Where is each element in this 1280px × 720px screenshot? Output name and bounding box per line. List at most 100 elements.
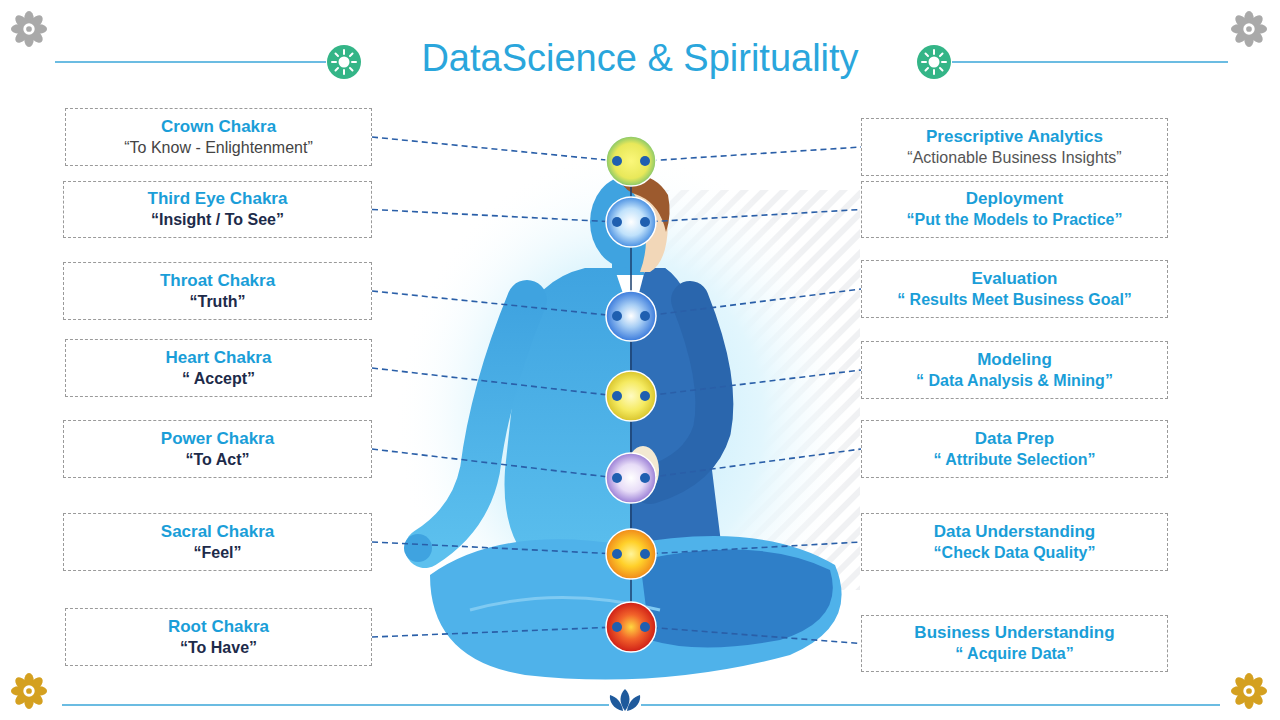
box-quote: “ Data Analysis & Mining” bbox=[916, 371, 1113, 392]
lotus-icon bbox=[609, 689, 641, 711]
box-quote: “ Attribute Selection” bbox=[933, 450, 1095, 471]
chakra-box: Data Understanding“Check Data Quality” bbox=[861, 513, 1168, 571]
figure-shape bbox=[640, 550, 833, 648]
figure-shape bbox=[917, 45, 951, 79]
connector-dot bbox=[640, 217, 650, 227]
figure-shape bbox=[425, 300, 527, 548]
chakra-box: Sacral Chakra“Feel” bbox=[63, 513, 372, 571]
chakra-box: Deployment“Put the Models to Practice” bbox=[861, 181, 1168, 238]
chakra-circle bbox=[606, 136, 656, 186]
chakra-box: Third Eye Chakra“Insight / To See” bbox=[63, 181, 372, 238]
figure-shape bbox=[942, 61, 946, 63]
page-title: DataScience & Spirituality bbox=[340, 36, 940, 82]
box-quote: “ Accept” bbox=[182, 369, 255, 390]
figure-shape bbox=[404, 534, 432, 562]
box-heading: Sacral Chakra bbox=[161, 521, 274, 543]
box-heading: Data Prep bbox=[975, 428, 1054, 450]
box-quote: “Actionable Business Insights” bbox=[907, 148, 1121, 169]
figure-shape bbox=[350, 68, 353, 71]
box-heading: Data Understanding bbox=[934, 521, 1096, 543]
chakra-box: Data Prep“ Attribute Selection” bbox=[861, 420, 1168, 478]
figure-shape bbox=[343, 50, 345, 54]
figure-shape bbox=[610, 695, 623, 711]
chakra-box: Crown Chakra“To Know - Enlightenment” bbox=[65, 108, 372, 166]
figure-shape bbox=[650, 300, 714, 485]
figure-shape bbox=[926, 68, 929, 71]
box-heading: Crown Chakra bbox=[161, 116, 276, 138]
sun-icon bbox=[327, 45, 361, 79]
chakra-box: Business Understanding“ Acquire Data” bbox=[861, 615, 1168, 672]
box-quote: “ Acquire Data” bbox=[955, 644, 1074, 665]
figure-shape bbox=[926, 54, 929, 57]
connector-dot bbox=[612, 473, 622, 483]
figure-shape bbox=[933, 50, 935, 54]
figure-shape bbox=[336, 68, 339, 71]
chakra-box: Prescriptive Analytics“Actionable Busine… bbox=[861, 118, 1168, 176]
box-heading: Modeling bbox=[977, 349, 1052, 371]
figure-shape bbox=[630, 268, 725, 575]
chakra-box: Throat Chakra“Truth” bbox=[63, 262, 372, 320]
connector-dot bbox=[640, 391, 650, 401]
box-quote: “Check Data Quality” bbox=[934, 543, 1096, 564]
connector-dot bbox=[612, 217, 622, 227]
corner-ornament bbox=[11, 673, 47, 709]
title-rule bbox=[952, 61, 1228, 63]
box-heading: Evaluation bbox=[972, 268, 1058, 290]
chakra-circle bbox=[606, 197, 656, 247]
figure-shape bbox=[933, 70, 935, 74]
chakra-box: Root Chakra“To Have” bbox=[65, 608, 372, 666]
chakra-circle bbox=[606, 453, 656, 503]
figure-shape bbox=[339, 57, 350, 68]
box-heading: Deployment bbox=[966, 188, 1063, 210]
box-quote: “Feel” bbox=[193, 543, 241, 564]
chakra-box: Modeling“ Data Analysis & Mining” bbox=[861, 341, 1168, 399]
box-heading: Heart Chakra bbox=[166, 347, 272, 369]
chakra-circle bbox=[606, 371, 656, 421]
box-quote: “To Have” bbox=[180, 638, 257, 659]
figure-shape bbox=[627, 695, 640, 711]
box-quote: “Truth” bbox=[190, 292, 246, 313]
box-quote: “Insight / To See” bbox=[151, 210, 284, 231]
connector-dot bbox=[612, 622, 622, 632]
figure-shape bbox=[940, 54, 943, 57]
chakra-circle bbox=[606, 291, 656, 341]
box-heading: Business Understanding bbox=[914, 622, 1114, 644]
connector-dot bbox=[612, 391, 622, 401]
corner-ornament bbox=[11, 11, 47, 47]
connector-dot bbox=[640, 311, 650, 321]
chakra-circle bbox=[606, 602, 656, 652]
figure-shape bbox=[352, 61, 356, 63]
box-heading: Prescriptive Analytics bbox=[926, 126, 1103, 148]
connector-dot bbox=[612, 311, 622, 321]
figure-shape bbox=[922, 61, 926, 63]
chakra-box: Evaluation“ Results Meet Business Goal” bbox=[861, 260, 1168, 318]
box-quote: “To Act” bbox=[186, 450, 250, 471]
figure-shape bbox=[940, 68, 943, 71]
connector-dot bbox=[640, 156, 650, 166]
figure-shape bbox=[332, 50, 356, 74]
figure-shape bbox=[336, 54, 339, 57]
box-quote: “Put the Models to Practice” bbox=[906, 210, 1122, 231]
box-heading: Throat Chakra bbox=[160, 270, 275, 292]
connector-dot bbox=[640, 549, 650, 559]
figure-shape bbox=[343, 70, 345, 74]
meditating-figure bbox=[404, 160, 842, 680]
box-heading: Root Chakra bbox=[168, 616, 269, 638]
corner-ornament bbox=[1231, 673, 1267, 709]
aura-glow bbox=[395, 150, 855, 690]
figure-shape bbox=[327, 45, 361, 79]
chakra-box: Power Chakra“To Act” bbox=[63, 420, 372, 478]
chakra-box: Heart Chakra“ Accept” bbox=[65, 339, 372, 397]
sun-icon bbox=[917, 45, 951, 79]
chakra-circle bbox=[606, 529, 656, 579]
box-heading: Third Eye Chakra bbox=[148, 188, 288, 210]
box-quote: “To Know - Enlightenment” bbox=[124, 138, 313, 159]
connector-dot bbox=[612, 156, 622, 166]
box-quote: “ Results Meet Business Goal” bbox=[897, 290, 1132, 311]
figure-shape bbox=[350, 54, 353, 57]
corner-ornament bbox=[1231, 11, 1267, 47]
figure-shape bbox=[929, 57, 940, 68]
title-rule bbox=[55, 61, 326, 63]
connector-dot bbox=[640, 473, 650, 483]
